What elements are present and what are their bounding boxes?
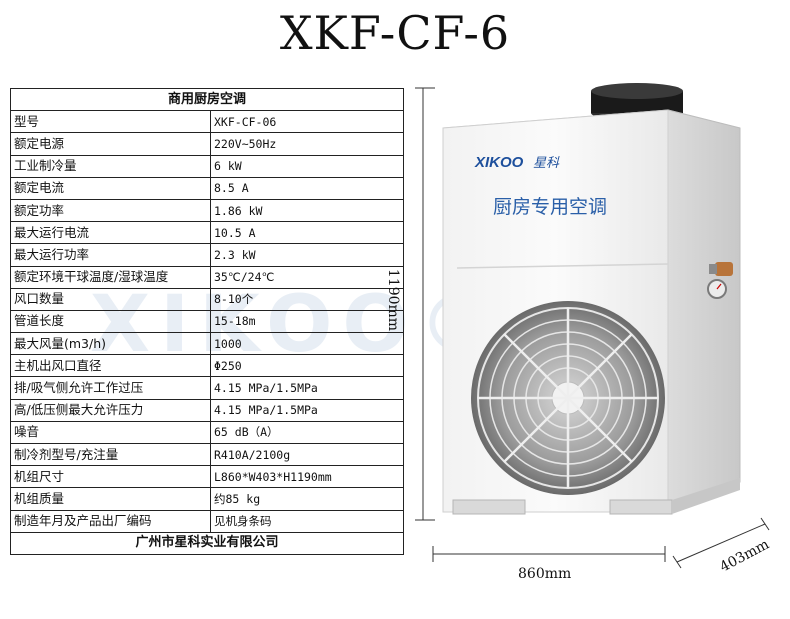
depth-dimension-line (672, 517, 770, 569)
unit-side-panel (667, 109, 741, 513)
unit-base (452, 478, 740, 515)
page-title: XKF-CF-6 (279, 6, 511, 60)
spec-label: 管道长度 (10, 309, 211, 334)
panel-label: 厨房专用空调 (493, 196, 607, 218)
spec-label: 最大风量(m3/h) (10, 332, 211, 356)
spec-value: 35℃/24℃ (209, 265, 405, 289)
spec-label: 风口数量 (10, 287, 211, 311)
spec-value: 1.86 kW (209, 198, 405, 223)
spec-value: 1000 (209, 332, 405, 356)
spec-label: 额定电流 (10, 176, 211, 200)
spec-value: 见机身条码 (209, 509, 405, 533)
spec-label: 制冷剂型号/充注量 (10, 442, 211, 467)
spec-value: 65 dB（A） (209, 420, 405, 445)
spec-label: 型号 (10, 110, 211, 134)
width-dimension-line (432, 546, 666, 562)
spec-row: 机组质量约85 kg (10, 487, 405, 511)
width-label: 860mm (518, 566, 572, 582)
spec-row: 最大风量(m3/h)1000 (10, 332, 405, 356)
spec-label: 主机出风口直径 (10, 354, 211, 378)
spec-table-footer-row: 广州市星科实业有限公司 (9, 531, 405, 555)
spec-value: 8.5 A (209, 176, 405, 200)
spec-value: 6 kW (209, 154, 405, 178)
pressure-gauge (707, 279, 727, 299)
spec-value: 15-18m (209, 309, 405, 334)
spec-label: 制造年月及产品出厂编码 (10, 509, 211, 533)
spec-value: 8-10个 (209, 287, 405, 311)
spec-value: XKF-CF-06 (209, 110, 405, 134)
spec-label: 机组尺寸 (10, 465, 211, 489)
spec-label: 额定环境干球温度/湿球温度 (10, 265, 211, 289)
spec-value: 10.5 A (209, 221, 405, 245)
spec-value: 220V~50Hz (209, 132, 405, 156)
brand-logo-cn: 星科 (533, 156, 560, 171)
condenser-fan (471, 301, 665, 495)
spec-label: 最大运行电流 (10, 221, 211, 245)
height-dimension-line (415, 87, 435, 521)
company-name: 广州市星科实业有限公司 (9, 531, 405, 555)
spec-label: 额定功率 (10, 198, 211, 223)
spec-value: Φ250 (209, 354, 405, 378)
spec-label: 噪音 (10, 420, 211, 445)
brand-logo: XIKOO (474, 154, 524, 171)
height-label: 1190mm (385, 268, 402, 332)
spec-value: 2.3 kW (209, 243, 405, 267)
spec-label: 高/低压侧最大允许压力 (10, 398, 211, 422)
spec-value: 约85 kg (209, 487, 405, 511)
spec-table-header: 商用厨房空调 (9, 87, 405, 112)
spec-value: 4.15 MPa/1.5MPa (209, 376, 405, 400)
spec-label: 排/吸气侧允许工作过压 (10, 376, 211, 400)
spec-label: 最大运行功率 (10, 243, 211, 267)
spec-value: 4.15 MPa/1.5MPa (209, 398, 405, 422)
spec-label: 额定电源 (10, 132, 211, 156)
spec-row: 制造年月及产品出厂编码见机身条码 (10, 509, 405, 533)
spec-value: L860*W403*H1190mm (209, 465, 405, 489)
product-illustration: XIKOO 星科 厨房专用空调 (415, 83, 770, 569)
spec-label: 工业制冷量 (10, 154, 211, 178)
spec-value: R410A/2100g (209, 442, 405, 467)
spec-label: 机组质量 (10, 487, 211, 511)
pipe-connector (709, 262, 733, 276)
spec-table-header-row: 商用厨房空调 (9, 87, 405, 112)
